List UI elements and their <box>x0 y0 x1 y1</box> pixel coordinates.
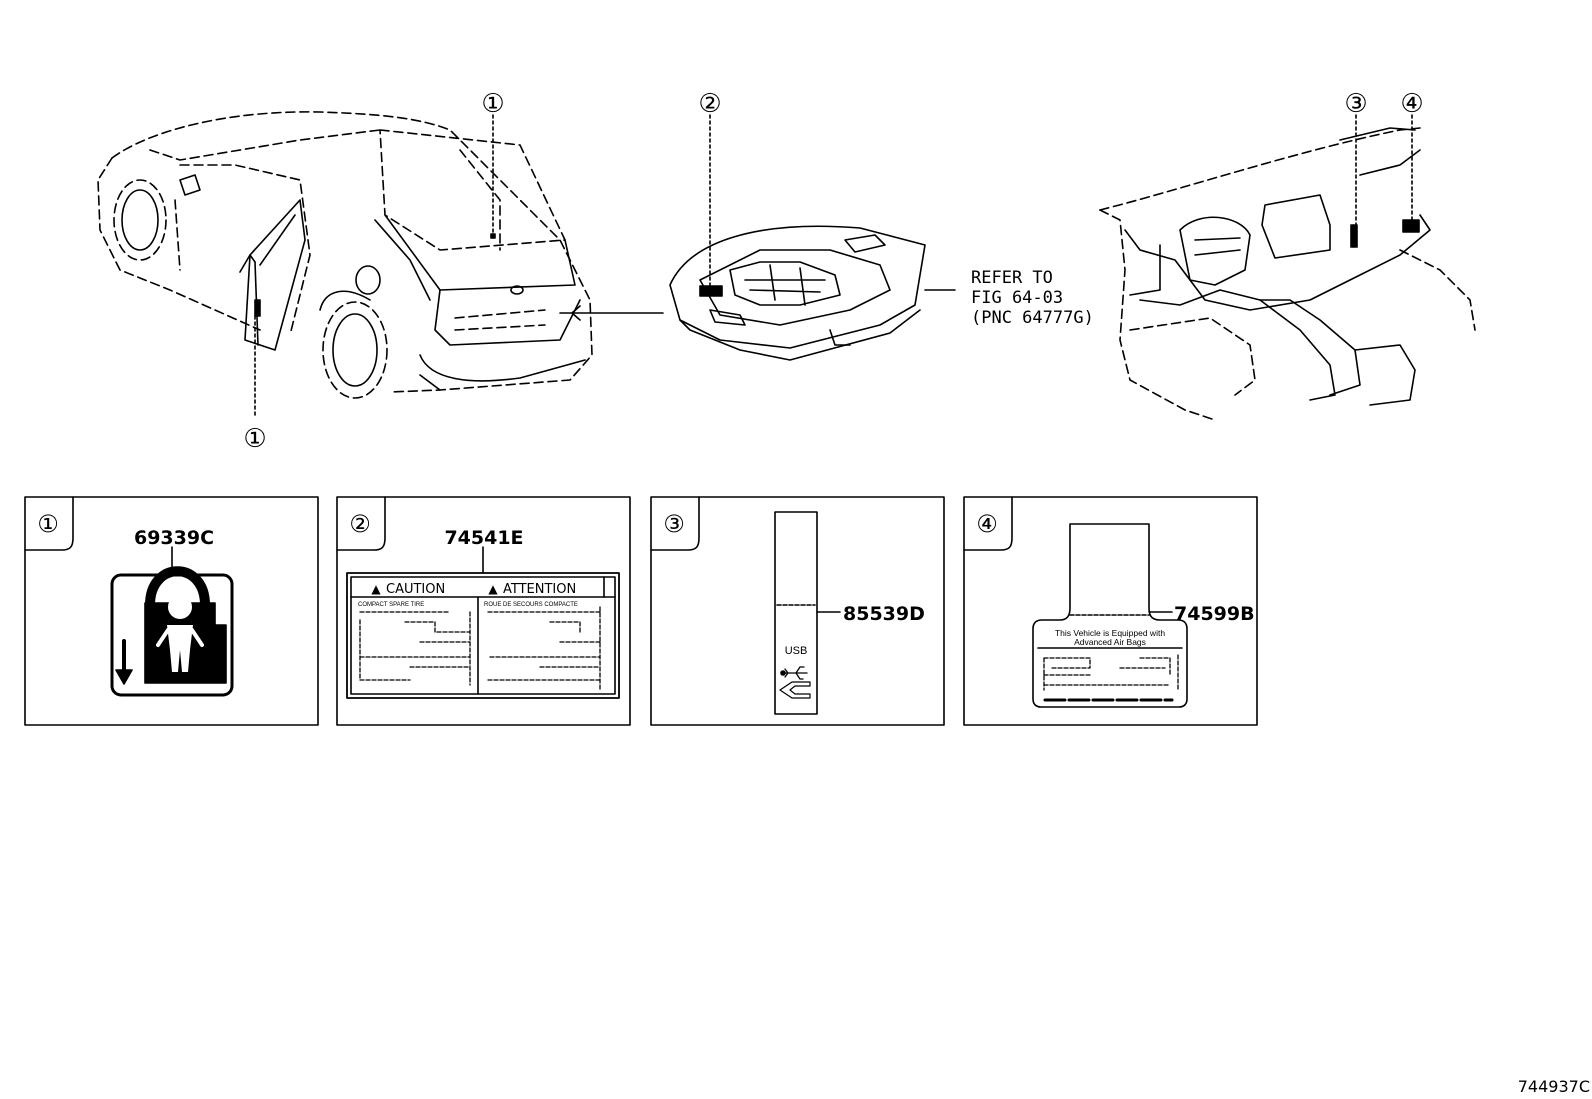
label-panel-2 <box>336 496 631 726</box>
callout-1-bottom: ① <box>243 424 266 454</box>
warning-icon-attention: ▲ <box>488 582 498 596</box>
callout-2: ② <box>698 89 721 119</box>
location-arrow <box>559 305 664 321</box>
callout-3: ③ <box>1344 89 1367 119</box>
callout-1-top: ① <box>481 89 504 119</box>
refer-line-1: REFER TO <box>971 268 1053 288</box>
figure-id: 744937C <box>1518 1077 1590 1096</box>
compact-spare-text: COMPACT SPARE TIRE <box>358 602 424 608</box>
caution-heading: CAUTION <box>386 582 445 597</box>
part-number-74599B: 74599B <box>1174 603 1255 625</box>
attention-heading: ATTENTION <box>503 582 576 597</box>
car-rear-view <box>97 111 593 416</box>
panel-3-number: ③ <box>663 510 685 538</box>
warning-icon-caution: ▲ <box>371 582 381 596</box>
refer-line-2: FIG 64-03 <box>971 288 1063 308</box>
part-number-85539D: 85539D <box>843 603 925 625</box>
panel-2-number: ② <box>349 510 371 538</box>
label-panel-4 <box>963 496 1258 726</box>
part-number-74541E: 74541E <box>444 527 523 549</box>
callout-4: ④ <box>1400 89 1423 119</box>
label-panel-3 <box>650 496 945 726</box>
panel-1-number: ① <box>37 510 59 538</box>
airbag-line-2: Advanced Air Bags <box>1074 637 1146 647</box>
refer-line-3: (PNC 64777G) <box>971 308 1094 328</box>
dashboard-view <box>1099 114 1476 421</box>
label-panel-1 <box>24 496 319 726</box>
usb-label: USB <box>785 645 808 657</box>
spare-tire-tray <box>669 114 956 361</box>
roue-de-secours-text: ROUE DE SECOURS COMPACTE <box>484 602 578 608</box>
airbag-line-1: This Vehicle is Equipped with <box>1055 628 1165 638</box>
part-number-69339C: 69339C <box>134 527 214 549</box>
panel-4-number: ④ <box>976 510 998 538</box>
